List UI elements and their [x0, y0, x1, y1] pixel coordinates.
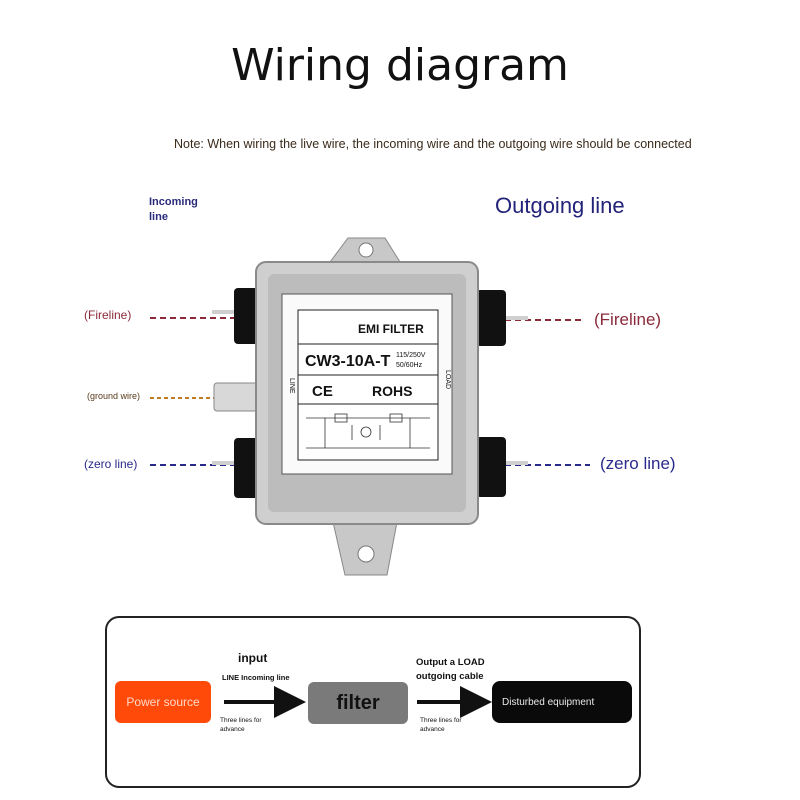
left-ground-label: (ground wire) — [87, 391, 141, 401]
label-side-load: LOAD — [444, 370, 451, 389]
power-source-block: Power source — [115, 681, 211, 723]
label-rohs: ROHS — [372, 383, 412, 399]
label-side-line: LINE — [288, 378, 295, 394]
label-emi-filter: EMI FILTER — [358, 322, 424, 336]
right-zero-label: (zero line) — [600, 454, 676, 473]
three-lines-note-1: Three lines for advance — [220, 717, 262, 733]
label-frequency: 50/60Hz — [396, 362, 423, 369]
label-voltage: 115/250V — [396, 352, 426, 359]
filter-schematic-icon — [306, 413, 430, 449]
label-ce: CE — [312, 383, 333, 400]
input-label: input — [238, 651, 268, 665]
line-incoming-label: LINE Incoming line — [222, 673, 290, 682]
outgoing-line-label: Outgoing line — [495, 193, 625, 218]
filter-block: filter — [308, 682, 408, 724]
right-fireline-label: (Fireline) — [594, 310, 662, 329]
label-model: CW3-10A-T — [305, 353, 391, 370]
flow-diagram-frame — [105, 616, 641, 788]
incoming-line-label: Incoming line — [149, 196, 198, 223]
output-load-label: Output a LOAD outgoing cable — [416, 657, 485, 682]
wiring-note: Note: When wiring the live wire, the inc… — [174, 137, 692, 151]
left-fireline-label: (Fireline) — [84, 308, 132, 322]
disturbed-equipment-block: Disturbed equipment — [492, 681, 632, 723]
left-zero-label: (zero line) — [84, 457, 138, 471]
page-title: Wiring diagram — [231, 40, 569, 91]
emi-filter-illustration: EMI FILTER CW3-10A-T 115/250V 50/60Hz CE… — [150, 237, 590, 576]
three-lines-note-2: Three lines for advance — [420, 717, 462, 733]
